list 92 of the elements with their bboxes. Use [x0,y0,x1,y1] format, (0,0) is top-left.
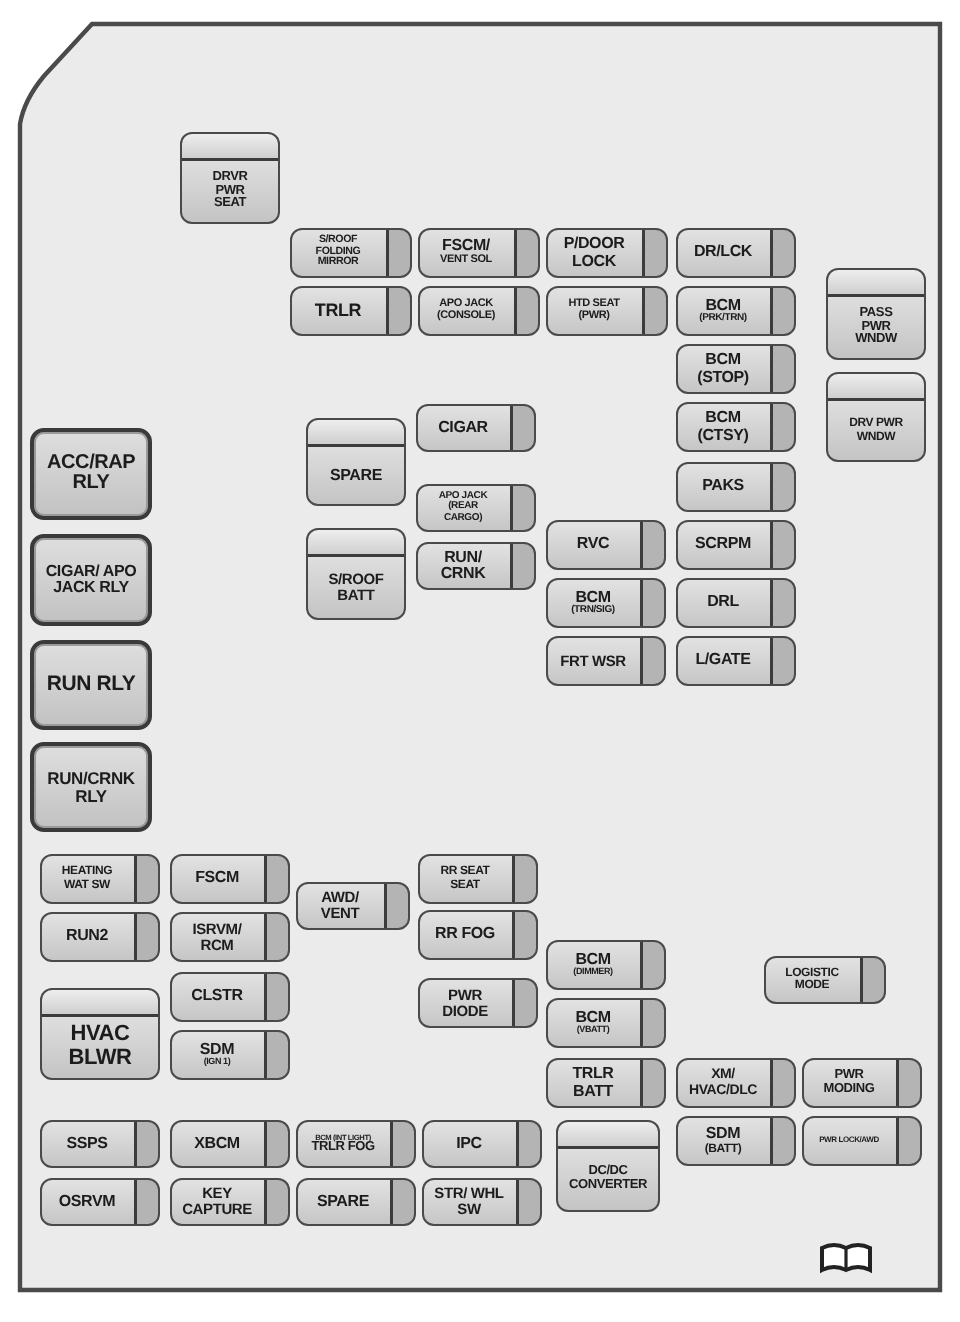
fuse [418,286,540,336]
fuse [676,402,796,452]
fuse [676,1058,796,1108]
fuse-label: TRLR BATT [572,1066,614,1100]
fuse [170,1120,290,1168]
fuse [290,228,412,278]
fuse [290,286,412,336]
fuse-label: TRLR [314,301,362,321]
fuse [170,972,290,1022]
fuse [170,1178,290,1226]
fuse [40,854,160,904]
fuse-label: RR FOG [435,926,495,944]
fuse [546,940,666,990]
fuse [546,286,668,336]
fuse [676,228,796,278]
fuse-label: FSCM/ [442,238,490,255]
fuse-label: RVC [576,536,610,554]
fuse [40,1178,160,1226]
fuse [676,520,796,570]
fuse-label: DR/LCK [693,244,753,262]
relay-label: ACC/RAP RLY [47,453,135,495]
relay [30,742,152,832]
fuse-label: BCM [575,589,611,606]
fuse-label: SSPS [66,1135,108,1153]
fuse-label: DRL [707,594,739,612]
fuse-label: SPARE [317,1193,369,1211]
fuse-label: SCRPM [695,536,751,554]
fuse [676,636,796,686]
fuse [40,1120,160,1168]
fuse [802,1058,922,1108]
fuse [416,404,536,452]
fuse-label: BCM (CTSY) [697,410,749,444]
fuse-label: BCM [575,951,611,968]
fuse [416,542,536,590]
fuse-label: RUN2 [66,928,108,946]
fuse [676,286,796,336]
relay [30,534,152,626]
fuse [296,882,410,930]
fuse [40,912,160,962]
fuse-label: BCM [575,1009,611,1026]
relay [556,1120,660,1212]
fuse-label: BCM (STOP) [697,352,749,386]
relay [306,528,406,620]
relay-label: RUN/CRNK RLY [47,769,135,805]
relay [30,640,152,730]
fuse [546,998,666,1048]
fuse [676,578,796,628]
fuse [546,578,666,628]
fuse-label: BCM [705,297,741,314]
fuse [170,912,290,962]
fuse [170,854,290,904]
fuse [676,344,796,394]
relay [826,268,926,360]
fuse-label: RUN/ CRNK [440,549,486,583]
relay [180,132,280,224]
fuse [676,1116,796,1166]
fuse [546,520,666,570]
relay [40,988,160,1080]
relay-label: CIGAR/ APO JACK RLY [45,563,137,597]
fuse-label: P/DOOR LOCK [563,236,625,270]
relay-label: RUN RLY [46,673,136,696]
fuse [676,462,796,512]
fuse [418,910,538,960]
fuse-label: CIGAR [438,419,488,437]
relay [30,428,152,520]
fuse [802,1116,922,1166]
relay-label: HVAC BLWR [68,1024,132,1072]
relay-label: SPARE [330,467,382,485]
fuse [418,854,538,904]
fuse [546,636,666,686]
fuse [546,1058,666,1108]
fuse [296,1178,416,1226]
fuse [418,978,538,1028]
fuse [546,228,668,278]
fuse-label: SDM [199,1041,235,1058]
fuse [418,228,540,278]
fuse-label: IPC [456,1135,482,1153]
fuse [296,1120,416,1168]
fuse-label: CLSTR [191,988,243,1006]
relay [306,418,406,506]
relay [826,372,926,462]
fuse-label: XBCM [194,1135,240,1153]
fuse [170,1030,290,1080]
fuse-label: SDM [705,1126,741,1143]
fuse-label: L/GATE [695,652,751,670]
fuse-label: PAKS [702,478,744,496]
fuse [764,956,886,1004]
fuse [422,1178,542,1226]
fuse [416,484,536,532]
fuse-label: OSRVM [58,1193,116,1211]
fuse-label: FSCM [195,870,239,888]
fuse [422,1120,542,1168]
